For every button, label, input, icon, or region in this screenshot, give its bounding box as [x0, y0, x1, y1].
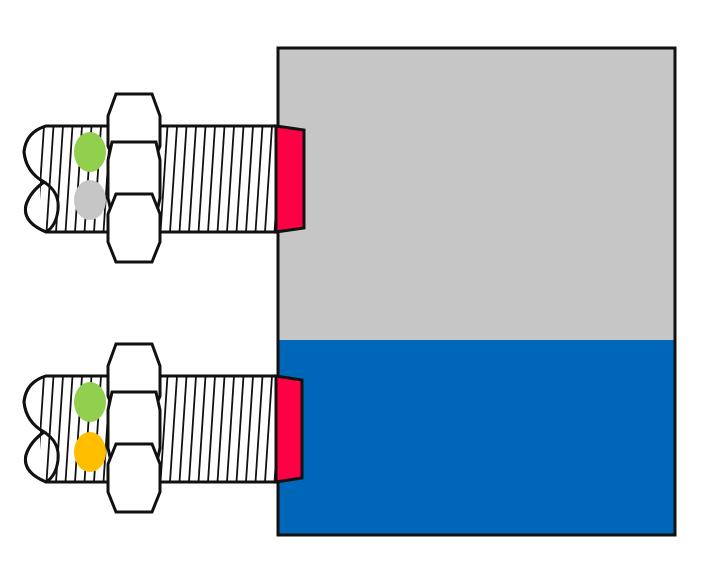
- thread-line: [178, 126, 188, 232]
- thread-line: [169, 376, 178, 482]
- thread-line: [216, 126, 226, 232]
- thread-line: [178, 376, 188, 482]
- thread-line: [254, 126, 264, 232]
- thread-line: [188, 376, 197, 482]
- sensor-lower-status-led: [74, 432, 106, 472]
- thread-line: [245, 126, 254, 232]
- thread-line: [159, 126, 169, 232]
- thread-line: [245, 376, 254, 482]
- thread-line: [226, 126, 235, 232]
- thread-line: [226, 376, 235, 482]
- thread-line: [264, 376, 273, 482]
- thread-line: [235, 376, 245, 482]
- sensor-upper-sensing-face: [274, 124, 306, 234]
- sensor-lower-power-led: [74, 382, 106, 422]
- tank-outline: [276, 46, 677, 537]
- thread-line: [264, 126, 273, 232]
- thread-line: [45, 376, 55, 482]
- thread-line: [188, 126, 197, 232]
- thread-line: [197, 376, 207, 482]
- thread-line: [197, 126, 207, 232]
- thread-line: [159, 376, 169, 482]
- sensor-upper-nut: [106, 92, 162, 264]
- sensor-upper-status-led: [74, 180, 106, 220]
- thread-line: [207, 126, 216, 232]
- thread-line: [216, 376, 226, 482]
- tank: [276, 46, 677, 537]
- sensor-upper: [22, 92, 306, 264]
- sensor-upper-power-led: [74, 132, 106, 172]
- sensor-lower-sensing-face: [274, 374, 304, 484]
- thread-line: [207, 376, 216, 482]
- thread-line: [169, 126, 178, 232]
- sensor-lower: [22, 342, 304, 514]
- thread-line: [64, 126, 74, 232]
- thread-line: [45, 126, 55, 232]
- thread-line: [64, 376, 74, 482]
- thread-line: [235, 126, 245, 232]
- thread-line: [254, 376, 264, 482]
- tank-liquid: [278, 340, 675, 535]
- sensor-lower-nut: [106, 342, 162, 514]
